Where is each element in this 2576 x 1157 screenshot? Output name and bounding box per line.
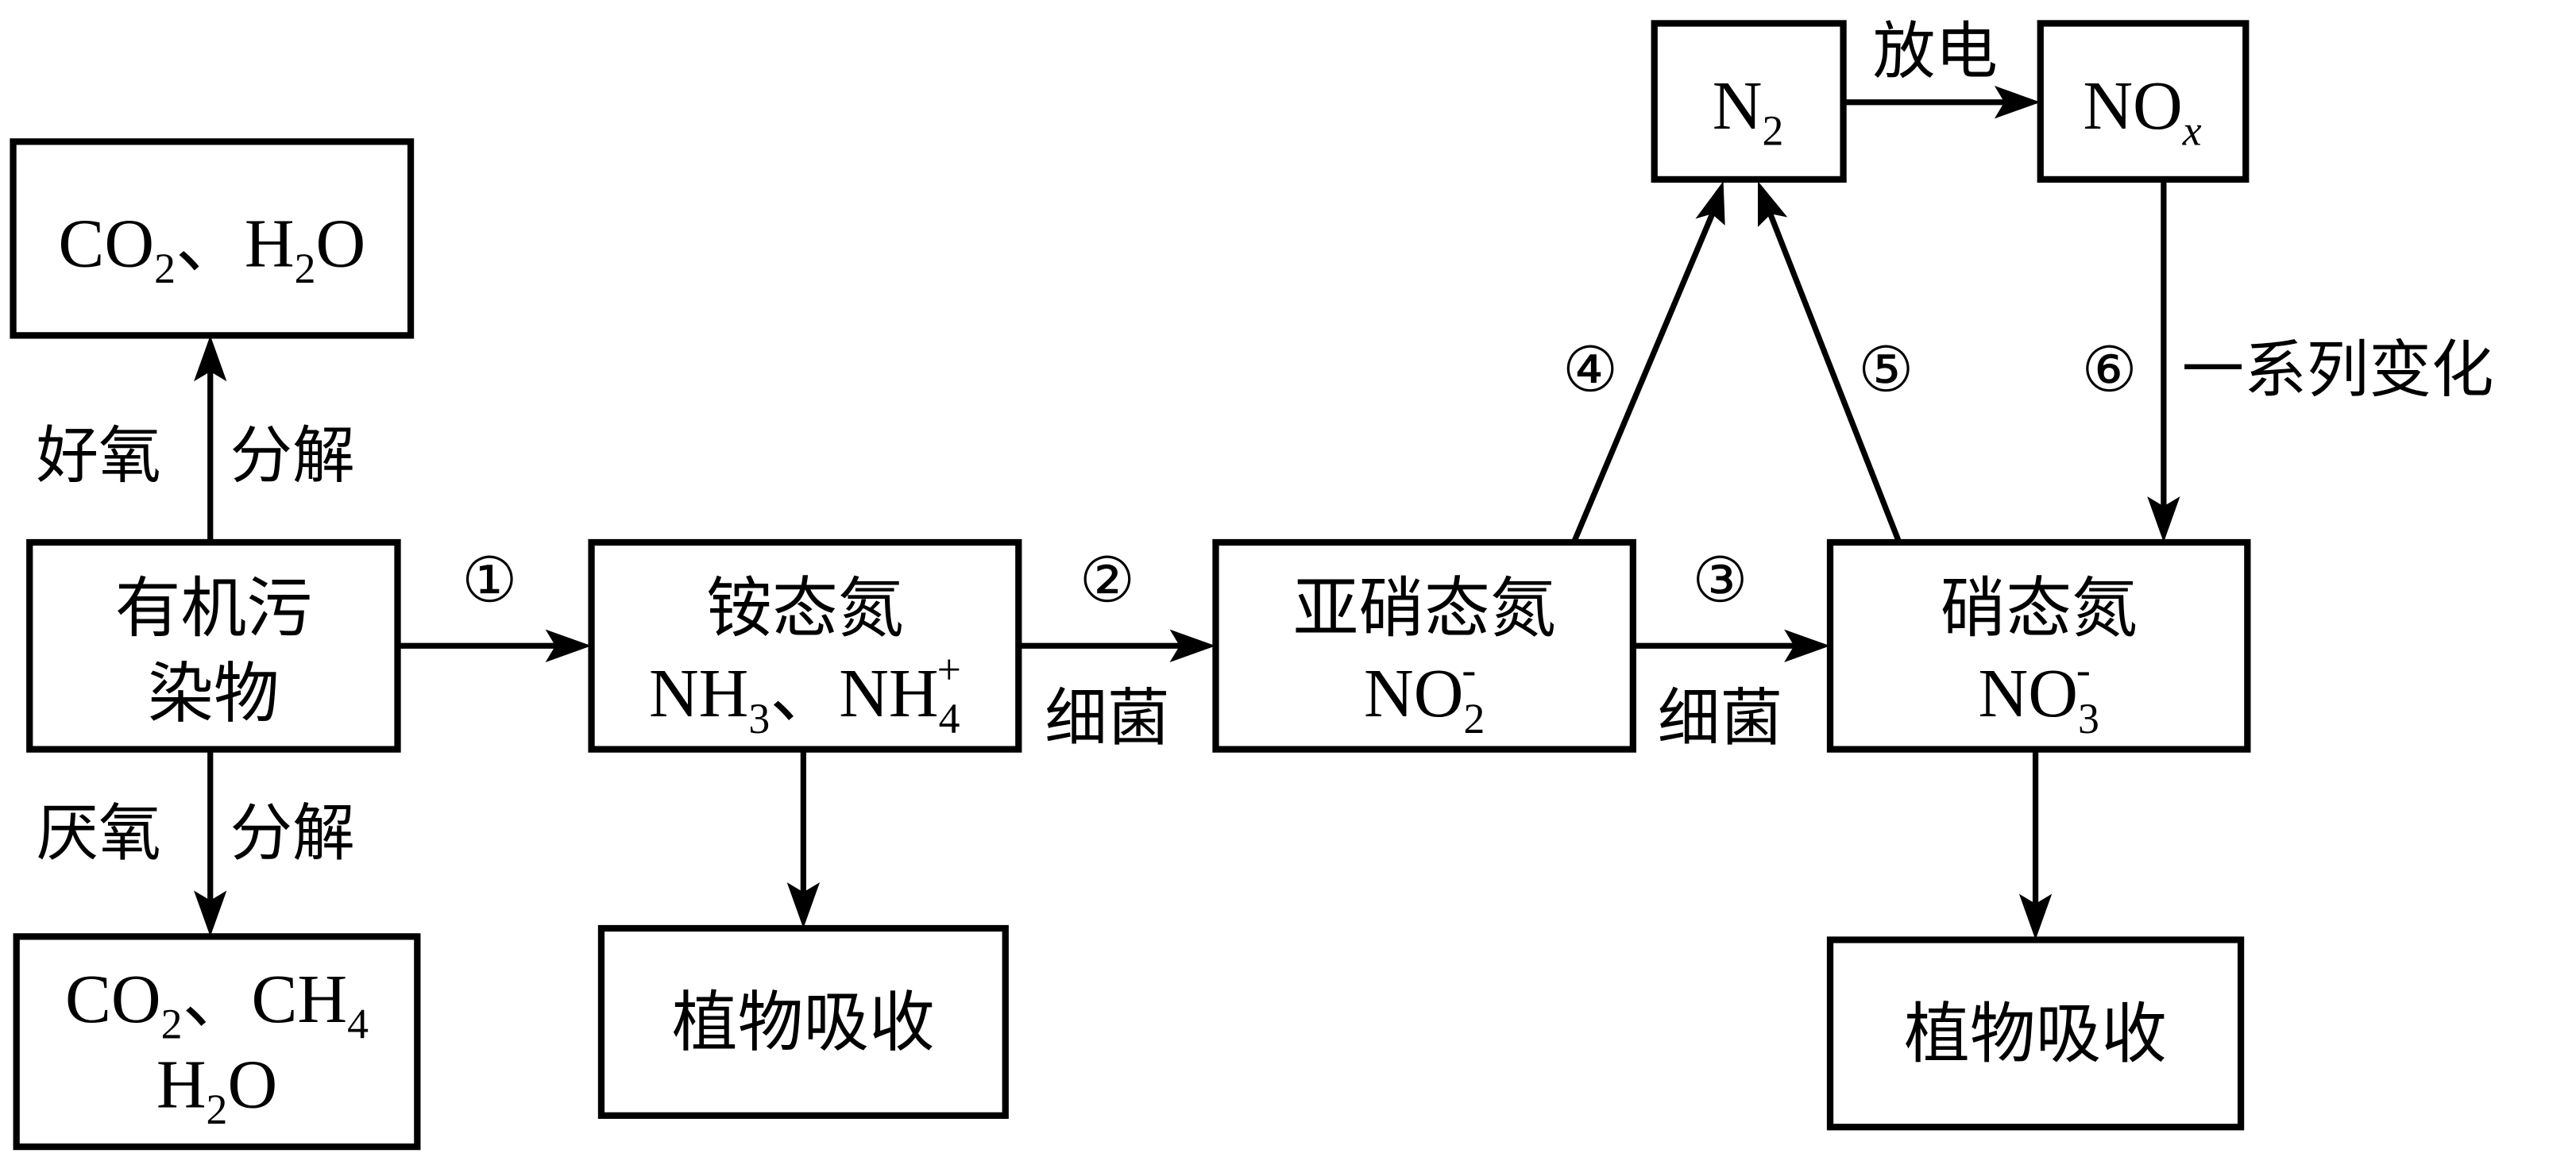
node-nitrate-nitrogen: 硝态氮 NO3-: [1826, 538, 2251, 753]
label-decomposition-1: 分解: [230, 418, 355, 492]
step-3-label: 细菌: [1658, 681, 1782, 754]
node-nitrite-nitrogen: 亚硝态氮 NO2-: [1212, 538, 1636, 753]
label-anaerobic: 厌氧: [37, 796, 161, 870]
svg-text:N2: N2: [1713, 67, 1784, 155]
arrow-step-5: [1758, 180, 1902, 544]
svg-text:H2O: H2O: [156, 1046, 277, 1133]
svg-text:硝态氮: 硝态氮: [1941, 570, 2138, 647]
node-aerobic-product: CO2、H2O: [10, 138, 415, 339]
arrow-step-4: [1571, 180, 1725, 544]
node-plant-absorption-1: 植物吸收: [597, 924, 1009, 1119]
discharge-label: 放电: [1873, 14, 1998, 87]
svg-text:铵态氮: 铵态氮: [706, 570, 903, 647]
svg-text:植物吸收: 植物吸收: [672, 984, 935, 1061]
arrow-step-1: [397, 629, 592, 662]
node-nox: NOx: [2037, 20, 2250, 183]
arrow-discharge: [1843, 86, 2041, 119]
step-1-number: ①: [462, 543, 517, 616]
node-plant-absorption-2: 植物吸收: [1826, 936, 2245, 1131]
step-3-number: ③: [1692, 543, 1748, 616]
arrow-aerobic-decomposition: [194, 335, 227, 542]
step-2-number: ②: [1079, 543, 1135, 616]
svg-text:NO2-: NO2-: [1364, 646, 1485, 742]
svg-text:植物吸收: 植物吸收: [1904, 995, 2167, 1072]
svg-text:NH3、NH4+: NH3、NH4+: [649, 646, 961, 742]
svg-text:NO3-: NO3-: [1979, 646, 2099, 742]
arrow-nitrate-to-plant: [2018, 749, 2053, 940]
node-organic-pollutant: 有机污 染物: [26, 538, 401, 753]
arrow-step-2: [1018, 629, 1216, 662]
organic-label-line1: 有机污: [115, 570, 312, 647]
step-6-label: 一系列变化: [2182, 334, 2494, 407]
node-n2: N2: [1651, 20, 1847, 183]
step-2-label: 细菌: [1045, 681, 1169, 754]
label-aerobic: 好氧: [37, 418, 161, 492]
arrow-anaerobic-decomposition: [194, 749, 227, 937]
arrow-step-6: [2147, 179, 2180, 542]
arrow-step-3: [1632, 629, 1831, 662]
label-decomposition-2: 分解: [230, 796, 355, 870]
svg-text:CO2、CH4: CO2、CH4: [65, 961, 369, 1048]
step-5-number: ⑤: [1858, 334, 1914, 407]
node-ammonium-nitrogen: 铵态氮 NH3、NH4+: [588, 538, 1022, 753]
step-6-number: ⑥: [2081, 334, 2137, 407]
organic-label-line2: 染物: [148, 655, 279, 732]
step-4-number: ④: [1562, 334, 1618, 407]
svg-text:亚硝态氮: 亚硝态氮: [1293, 570, 1556, 647]
formula-co: CO: [58, 206, 154, 282]
arrow-ammonium-to-plant: [786, 749, 821, 929]
node-anaerobic-product: CO2、CH4 H2O: [13, 933, 421, 1151]
svg-text:NOx: NOx: [2083, 67, 2201, 155]
svg-text:CO2、H2O: CO2、H2O: [58, 206, 365, 293]
